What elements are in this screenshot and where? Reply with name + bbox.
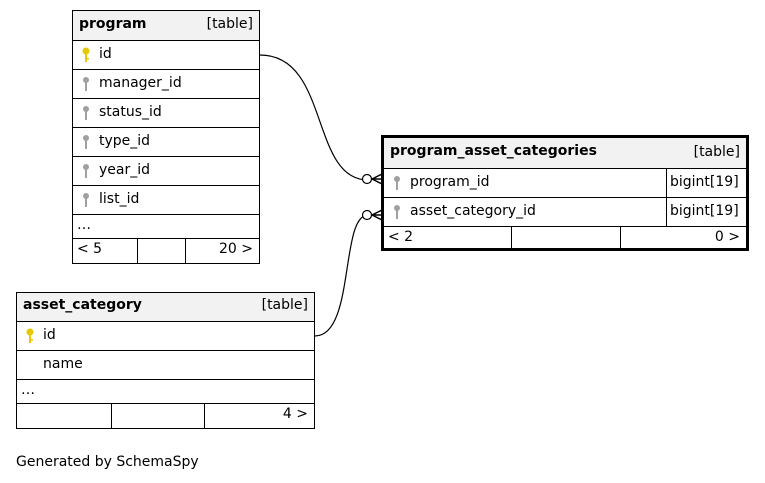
column-row[interactable]: program_id bigint[19]: [384, 169, 746, 198]
link-crowsfoot-marker: [371, 173, 383, 185]
table-kind: [table]: [206, 16, 253, 32]
primary-key-icon: [82, 47, 90, 62]
more-columns: …: [73, 215, 259, 239]
table-program-asset-categories[interactable]: program_asset_categories [table] program…: [381, 135, 749, 251]
children-count: 4 >: [282, 406, 308, 422]
link-optional-marker: [361, 173, 373, 185]
footer-divider: [111, 404, 112, 428]
table-kind: [table]: [693, 144, 740, 160]
column-row[interactable]: name: [17, 351, 314, 380]
foreign-key-icon: [83, 106, 89, 120]
column-row[interactable]: list_id: [73, 186, 259, 215]
children-count: 0 >: [714, 229, 740, 245]
link-program-to-program-asset-categories: [259, 54, 369, 181]
column-name: asset_category_id: [410, 203, 536, 219]
footer-divider: [620, 227, 621, 251]
more-columns: …: [17, 380, 314, 404]
table-footer: < 2 0 >: [384, 227, 746, 251]
table-header: program_asset_categories [table]: [384, 138, 746, 169]
column-row[interactable]: id: [17, 322, 314, 351]
ellipsis: …: [21, 382, 35, 398]
column-name: type_id: [99, 133, 151, 149]
column-name: program_id: [410, 174, 490, 190]
primary-key-icon: [26, 328, 34, 343]
column-name: year_id: [99, 162, 151, 178]
foreign-key-icon: [83, 135, 89, 149]
foreign-key-icon: [394, 205, 400, 219]
footer-divider: [137, 239, 138, 263]
link-optional-marker: [361, 209, 373, 221]
column-row[interactable]: id: [73, 41, 259, 70]
column-name: manager_id: [99, 75, 182, 91]
table-name: program_asset_categories: [390, 143, 597, 159]
table-header: asset_category [table]: [17, 293, 314, 322]
column-row[interactable]: asset_category_id bigint[19]: [384, 198, 746, 227]
table-program[interactable]: program [table] id manager_id status_id …: [72, 10, 260, 264]
table-name: asset_category: [23, 297, 142, 313]
column-name: id: [43, 327, 56, 343]
column-name: name: [43, 356, 83, 372]
table-name: program: [79, 16, 147, 32]
parents-count: < 2: [388, 229, 414, 245]
parents-count: < 5: [77, 241, 103, 257]
link-crowsfoot-marker: [371, 209, 383, 221]
column-row[interactable]: type_id: [73, 128, 259, 157]
table-asset-category[interactable]: asset_category [table] id name … 4 >: [16, 292, 315, 429]
footer-divider: [204, 404, 205, 428]
foreign-key-icon: [394, 176, 400, 190]
foreign-key-icon: [83, 193, 89, 207]
footer-divider: [511, 227, 512, 251]
table-kind: [table]: [261, 297, 308, 313]
footer-divider: [185, 239, 186, 263]
column-row[interactable]: manager_id: [73, 70, 259, 99]
link-asset-category-to-program-asset-categories: [314, 214, 369, 337]
children-count: 20 >: [219, 241, 253, 257]
table-footer: 4 >: [17, 404, 314, 428]
column-row[interactable]: status_id: [73, 99, 259, 128]
foreign-key-icon: [83, 164, 89, 178]
column-type: bigint[19]: [666, 169, 746, 197]
table-footer: < 5 20 >: [73, 239, 259, 263]
column-name: list_id: [99, 191, 140, 207]
generator-credit: Generated by SchemaSpy: [16, 454, 199, 470]
column-row[interactable]: year_id: [73, 157, 259, 186]
column-name: id: [99, 46, 112, 62]
ellipsis: …: [77, 217, 91, 233]
column-name: status_id: [99, 104, 162, 120]
table-header: program [table]: [73, 11, 259, 41]
column-type: bigint[19]: [666, 198, 746, 226]
foreign-key-icon: [83, 77, 89, 91]
